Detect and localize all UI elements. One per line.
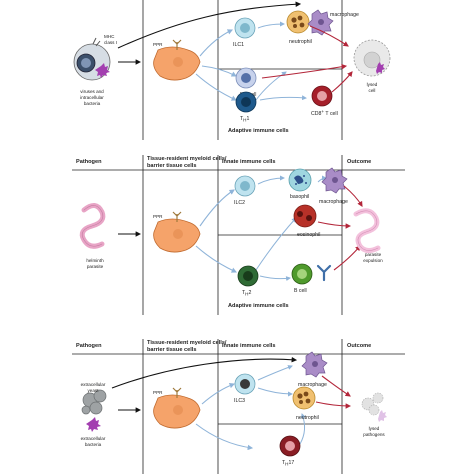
th1-label: TH1 <box>240 116 250 123</box>
header-pathogen: Pathogen <box>76 343 102 349</box>
parasite-expulsion-icon <box>353 208 381 254</box>
pathogen-label: helminth <box>86 258 104 263</box>
th2-cell-icon <box>237 265 259 287</box>
neutrophil-icon <box>286 10 310 34</box>
header-tissue: barrier tissue cells <box>147 163 196 169</box>
mhc-label: MHC <box>104 34 115 39</box>
pathogen-label: extracellular <box>81 436 106 441</box>
th17-cell-icon <box>279 435 301 457</box>
ppr-label: PPR <box>153 42 163 47</box>
pathogen-label: parasite <box>87 264 104 269</box>
macrophage-icon <box>307 9 334 36</box>
th1-cell-icon <box>235 91 257 113</box>
header-pathogen: Pathogen <box>76 159 102 165</box>
header-tissue: Tissue-resident myeloid cells/ <box>147 340 227 346</box>
ilc3-cell-icon <box>234 373 256 395</box>
macrophage-icon <box>301 351 328 378</box>
ilc1-cell-icon <box>234 17 256 39</box>
lysed-cell-icon <box>353 39 391 77</box>
basophil-icon <box>288 168 312 192</box>
pathogen-label: intracellular <box>80 95 104 100</box>
header-innate: Innate immune cells <box>222 159 275 165</box>
panel-2: Pathogen Tissue-resident myeloid cells/ … <box>72 155 405 315</box>
adaptive-cells-label: Adaptive immune cells <box>228 128 289 134</box>
macrophage-icon <box>321 167 348 194</box>
myeloid-cell-icon <box>153 387 201 429</box>
infected-cell-icon <box>73 37 111 81</box>
outcome-label: expulsion <box>363 258 383 263</box>
outcome-label: cell <box>369 88 376 93</box>
panel-3: Pathogen Tissue-resident myeloid cells/ … <box>72 339 405 474</box>
header-innate: Innate immune cells <box>222 343 275 349</box>
ilc3-label: ILC3 <box>234 398 245 404</box>
ppr-label: PPR <box>153 214 163 219</box>
ppr-label: PPR <box>153 390 163 395</box>
adaptive-cells-label: Adaptive immune cells <box>228 303 289 309</box>
bacteria-icon <box>86 417 101 432</box>
outcome-label: parasite <box>365 252 382 257</box>
helminth-icon <box>79 203 106 249</box>
b-cell-label: B cell <box>294 288 307 294</box>
myeloid-cell-icon <box>153 211 201 253</box>
macrophage-label: macrophage <box>330 12 359 18</box>
ilc2-label: ILC2 <box>234 200 245 206</box>
pathogen-label: viruses and <box>80 89 104 94</box>
pathogen-label: yeast <box>88 388 100 393</box>
outcome-label: pathogens <box>363 432 385 437</box>
cd8-t-cell-icon <box>311 85 333 107</box>
header-outcome: Outcome <box>347 343 371 349</box>
mhc-class-label: class I <box>104 40 117 45</box>
cd8-t-cell-label: CD8+ T cell <box>311 109 338 117</box>
basophil-label: basophil <box>290 194 309 200</box>
pathogen-label: bacteria <box>84 101 101 106</box>
header-outcome: Outcome <box>347 159 371 165</box>
header-tissue: Tissue-resident myeloid cells/ <box>147 156 227 162</box>
eosinophil-label: eosinophil <box>297 232 320 238</box>
panel-1: MHC class I viruses and intracellular ba… <box>73 0 391 140</box>
neutrophil-label: neutrophil <box>289 39 312 45</box>
ilc2-cell-icon <box>234 175 256 197</box>
eosinophil-icon <box>293 204 317 228</box>
header-tissue: barrier tissue cells <box>147 347 196 353</box>
macrophage-label: macrophage <box>319 199 348 205</box>
yeast-icon <box>81 389 107 415</box>
neutrophil-icon <box>292 386 316 410</box>
th17-label: TH17 <box>282 460 294 467</box>
outcome-label: lysed <box>367 82 378 87</box>
pathogen-label: bacteria <box>85 442 102 447</box>
lysed-pathogens-icon <box>361 392 387 422</box>
b-cell-icon <box>291 263 313 285</box>
macrophage-label: macrophage <box>298 382 327 388</box>
th2-label: TH2 <box>242 290 252 297</box>
myeloid-cell-icon <box>153 39 201 81</box>
antibody-icon <box>316 264 332 282</box>
nk-cell-icon <box>235 67 257 89</box>
outcome-label: lysed <box>369 426 380 431</box>
pathogen-label: extracellular <box>81 382 106 387</box>
neutrophil-label: neutrophil <box>296 415 319 421</box>
ilc1-label: ILC1 <box>233 42 244 48</box>
